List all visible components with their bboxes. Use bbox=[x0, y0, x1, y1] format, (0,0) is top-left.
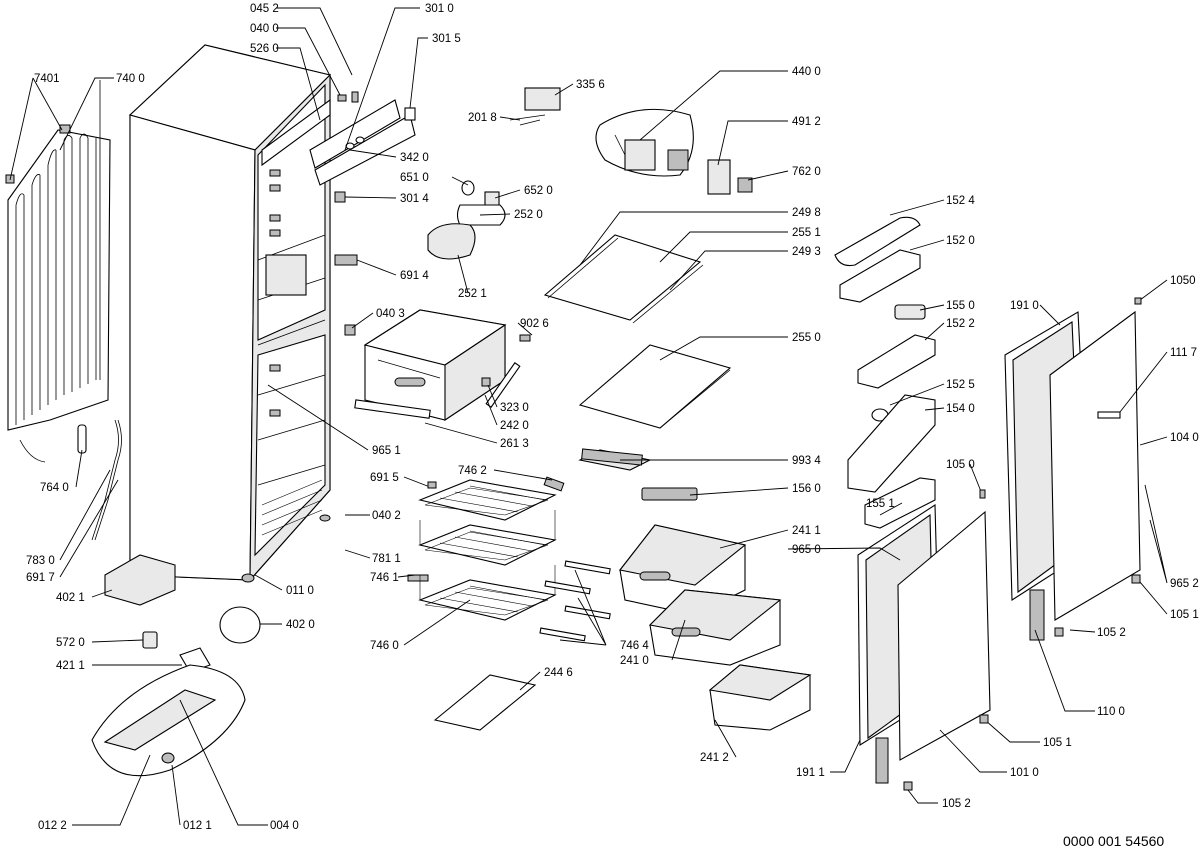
callout-0403: 040 3 bbox=[376, 308, 405, 320]
callout-1051b: 105 1 bbox=[1043, 737, 1072, 749]
thermostat bbox=[509, 87, 561, 126]
callout-7460: 746 0 bbox=[370, 640, 399, 652]
callout-7620: 762 0 bbox=[792, 166, 821, 178]
leader-lines bbox=[9, 7, 1168, 826]
callout-2410: 241 0 bbox=[620, 655, 649, 667]
callout-5260: 526 0 bbox=[250, 43, 279, 55]
callout-7811: 781 1 bbox=[372, 553, 401, 565]
callout-6915: 691 5 bbox=[370, 472, 399, 484]
callout-9934: 993 4 bbox=[792, 455, 821, 467]
callout-0452: 045 2 bbox=[250, 3, 279, 15]
callout-1522: 152 2 bbox=[946, 318, 975, 330]
callout-1050: 105 0 bbox=[946, 459, 975, 471]
crisper-drawer-upper bbox=[344, 309, 531, 422]
callout-1910: 191 0 bbox=[1010, 300, 1039, 312]
callout-0121: 012 1 bbox=[183, 820, 212, 832]
callout-9650: 965 0 bbox=[792, 544, 821, 556]
callout-1052: 105 2 bbox=[1097, 627, 1126, 639]
door-balconies bbox=[834, 216, 936, 529]
callout-2551: 255 1 bbox=[792, 227, 821, 239]
drain-tube bbox=[77, 419, 122, 541]
callout-2550: 255 0 bbox=[792, 332, 821, 344]
callout-2613: 261 3 bbox=[500, 438, 529, 450]
callout-1911: 191 1 bbox=[796, 767, 825, 779]
callout-1525: 152 5 bbox=[946, 379, 975, 391]
drawer-rails bbox=[539, 560, 611, 642]
callout-1052b: 105 2 bbox=[942, 798, 971, 810]
compressor-area bbox=[91, 554, 261, 777]
callout-9651: 965 1 bbox=[372, 445, 401, 457]
callout-4021: 402 1 bbox=[56, 592, 85, 604]
callout-6917: 691 7 bbox=[26, 572, 55, 584]
callout-9652: 965 2 bbox=[1170, 578, 1199, 590]
callout-1540: 154 0 bbox=[946, 403, 975, 415]
callout-1010: 101 0 bbox=[1010, 767, 1039, 779]
callout-2018: 201 8 bbox=[468, 112, 497, 124]
callout-1560: 156 0 bbox=[792, 483, 821, 495]
freezer-wire-baskets bbox=[407, 476, 565, 621]
fridge-door bbox=[1004, 310, 1141, 641]
callout-0402: 040 2 bbox=[372, 510, 401, 522]
control-panel-parts bbox=[309, 91, 416, 266]
callout-3015: 301 5 bbox=[432, 33, 461, 45]
callout-2520: 252 0 bbox=[514, 209, 543, 221]
callout-4400: 440 0 bbox=[792, 66, 821, 78]
callout-2411: 241 1 bbox=[792, 525, 821, 537]
callout-labels: 045 2 040 0 526 0 301 0 301 5 342 0 651 … bbox=[26, 3, 1199, 849]
callout-5720: 572 0 bbox=[56, 637, 85, 649]
callout-0040: 004 0 bbox=[270, 820, 299, 832]
refrigerator-cabinet bbox=[128, 44, 332, 583]
callout-7830: 783 0 bbox=[26, 555, 55, 567]
callout-1551: 155 1 bbox=[866, 498, 895, 510]
callout-2498: 249 8 bbox=[792, 207, 821, 219]
callout-7401: 7401 bbox=[34, 73, 60, 85]
callout-6520: 652 0 bbox=[524, 185, 553, 197]
callout-4211: 421 1 bbox=[56, 660, 85, 672]
callout-2446: 244 6 bbox=[544, 667, 573, 679]
callout-7640: 764 0 bbox=[40, 482, 69, 494]
callout-3010: 301 0 bbox=[425, 3, 454, 15]
callout-1524: 152 4 bbox=[946, 195, 975, 207]
freezer-glass-plate bbox=[433, 674, 537, 731]
callout-1040: 104 0 bbox=[1170, 432, 1199, 444]
lamp-assembly bbox=[427, 180, 506, 260]
callout-1050b: 1050 bbox=[1170, 275, 1196, 287]
callout-2412: 241 2 bbox=[700, 752, 729, 764]
callout-1520: 152 0 bbox=[946, 235, 975, 247]
fan-assembly bbox=[595, 108, 753, 195]
glass-shelves bbox=[543, 234, 732, 501]
callout-2493: 249 3 bbox=[792, 246, 821, 258]
callout-1100: 110 0 bbox=[1097, 706, 1125, 718]
callout-7462: 746 2 bbox=[458, 465, 487, 477]
callout-7461: 746 1 bbox=[370, 572, 399, 584]
callout-6914: 691 4 bbox=[400, 270, 429, 282]
document-number: 0000 001 54560 bbox=[1063, 833, 1164, 849]
callout-0122: 012 2 bbox=[38, 820, 67, 832]
callout-3014: 301 4 bbox=[400, 193, 429, 205]
callout-9026: 902 6 bbox=[520, 318, 549, 330]
callout-3356: 335 6 bbox=[576, 79, 605, 91]
freezer-drawers bbox=[619, 524, 812, 731]
callout-7464: 746 4 bbox=[620, 640, 649, 652]
condenser-coil bbox=[5, 80, 111, 463]
freezer-door bbox=[857, 504, 991, 784]
callout-4912: 491 2 bbox=[792, 116, 821, 128]
callout-1051: 105 1 bbox=[1170, 609, 1199, 621]
callout-2521: 252 1 bbox=[458, 288, 487, 300]
callout-1550: 155 0 bbox=[946, 300, 975, 312]
callout-0110: 011 0 bbox=[286, 585, 314, 597]
callout-3230: 323 0 bbox=[500, 402, 529, 414]
callout-7400: 740 0 bbox=[116, 73, 145, 85]
callout-6510: 651 0 bbox=[400, 172, 429, 184]
fasteners bbox=[427, 297, 1142, 791]
callout-0400: 040 0 bbox=[250, 23, 279, 35]
callout-2420: 242 0 bbox=[500, 420, 529, 432]
callout-1117: 111 7 bbox=[1170, 347, 1197, 359]
callout-4020: 402 0 bbox=[286, 619, 315, 631]
callout-3420: 342 0 bbox=[400, 152, 429, 164]
